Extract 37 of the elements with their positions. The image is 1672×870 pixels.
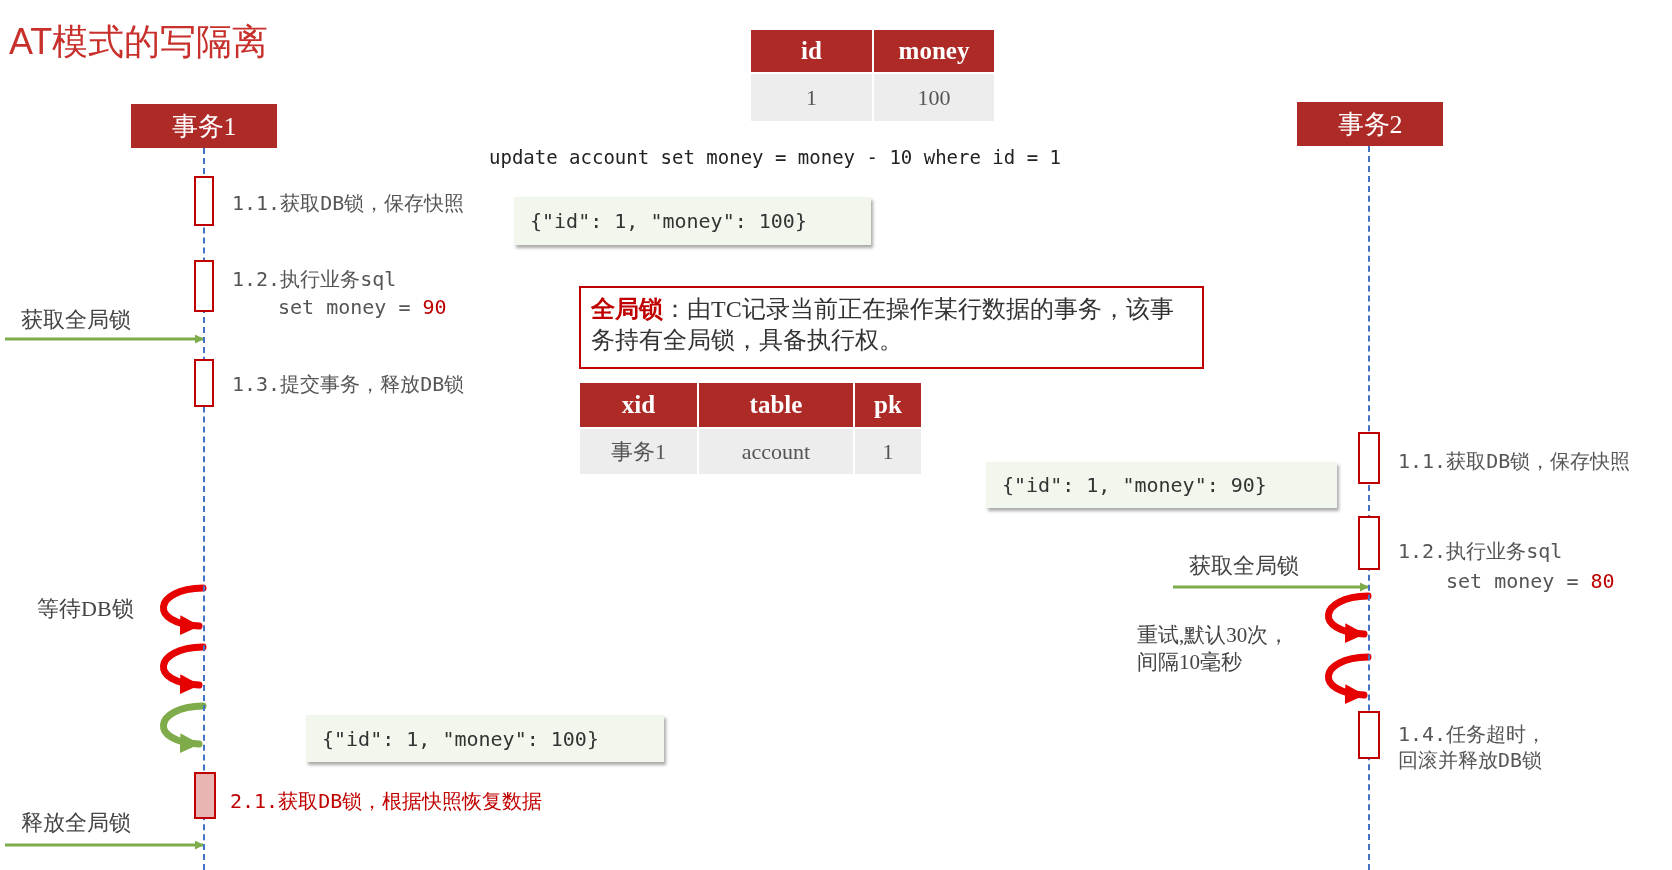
- step-text: 1.2.执行业务sql: [1398, 538, 1563, 564]
- arrow: [5, 334, 204, 344]
- table-header-cell: table: [698, 382, 854, 428]
- table-cell: 1: [750, 73, 873, 122]
- table-cell: 1: [854, 428, 922, 475]
- table-cell: 100: [873, 73, 995, 122]
- json-box: {"id": 1, "money": 100}: [306, 715, 664, 762]
- table-header-cell: pk: [854, 382, 922, 428]
- curved-arrow: [160, 702, 207, 753]
- table-cell: 事务1: [579, 428, 698, 475]
- json-box: {"id": 1, "money": 90}: [986, 462, 1337, 508]
- json-box: {"id": 1, "money": 100}: [514, 197, 871, 245]
- participant-box: 事务1: [131, 104, 277, 148]
- table-header-cell: money: [873, 29, 995, 73]
- note-text: 等待DB锁: [37, 595, 134, 623]
- step-text: 1.2.执行业务sql: [232, 266, 397, 292]
- sql-text: update account set money = money - 10 where id = 1: [488, 146, 1062, 168]
- arrow: [1173, 582, 1369, 592]
- table-cell: account: [698, 428, 854, 475]
- step-text: 1.3.提交事务，释放DB锁: [232, 371, 465, 397]
- curved-arrow: [1325, 653, 1372, 704]
- step-text: 1.1.获取DB锁，保存快照: [232, 190, 465, 216]
- step-text: 1.1.获取DB锁，保存快照: [1398, 448, 1631, 474]
- step-text: set money = 80: [1446, 568, 1615, 594]
- title: AT模式的写隔离: [9, 20, 269, 64]
- step-text: 2.1.获取DB锁，根据快照恢复数据: [230, 788, 543, 814]
- note-box: 全局锁：由TC记录当前正在操作某行数据的事务，该事务持有全局锁，具备执行权。: [579, 286, 1204, 369]
- participant-box: 事务2: [1297, 102, 1443, 146]
- table-header-cell: xid: [579, 382, 698, 428]
- step-text: set money = 90: [278, 294, 447, 320]
- table-header-cell: id: [750, 29, 873, 73]
- step-text: 1.4.任务超时，回滚并释放DB锁: [1398, 721, 1548, 773]
- arrow: [5, 840, 204, 850]
- note-text: 重试,默认30次，间隔10毫秒: [1137, 622, 1291, 677]
- curved-arrow: [160, 584, 207, 635]
- curved-arrow: [1325, 592, 1372, 643]
- curved-arrow: [160, 643, 207, 694]
